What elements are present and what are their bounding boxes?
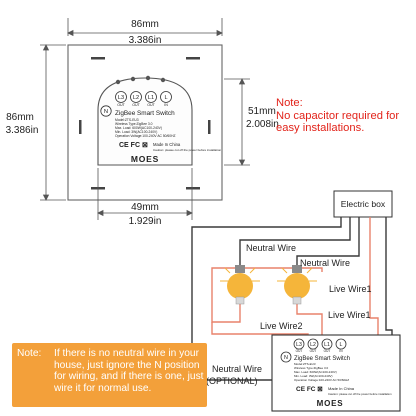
terminal-bumps — [115, 75, 166, 85]
right-height-mm: 51mm — [248, 106, 276, 117]
top-width-mm: 86mm — [131, 19, 159, 30]
small-terminal-l: L — [340, 342, 343, 348]
switch-voltage: Operation Voltage:100-240V AC 50/60HZ — [115, 134, 175, 138]
label-live-wire-1: Live Wire1 — [329, 284, 372, 294]
small-terminal-l1: L1 — [324, 342, 330, 348]
label-neutral-wire-bottom: Neutral Wire — [212, 364, 262, 374]
terminal-l1: L1 — [148, 95, 154, 101]
small-terminal-l3-sub: OUT — [296, 349, 303, 353]
terminal-n: N — [104, 109, 108, 115]
small-cert-marks: CE FC ⊠ — [296, 386, 323, 393]
electric-box — [333, 190, 393, 218]
switch-model: Model:ZTS-EU3 — [115, 118, 139, 122]
top-width-dimension — [67, 18, 223, 37]
bottom-width-mm: 49mm — [131, 202, 159, 213]
small-switch-caution: Caution: please cut off the power before… — [328, 392, 392, 396]
top-width-in: 3.386in — [129, 35, 162, 46]
capacitor-note-body: No capacitor required for easy installat… — [276, 109, 400, 135]
small-switch-min-load: Min. Load: 3W(AC100-240V) — [294, 374, 333, 378]
small-terminal-l1-sub: OUT — [324, 349, 331, 353]
bulb-right — [277, 265, 317, 305]
switch-min-load: Min. Load: 3W(AC100-240V) — [115, 130, 157, 134]
bottom-width-in: 1.929in — [129, 216, 162, 227]
small-switch-max-load: Max. Load: 600W(AC100-240V) — [294, 370, 337, 374]
label-optional: (OPTIONAL) — [206, 376, 258, 386]
switch-caution: Caution: please cut off the power before… — [153, 148, 221, 152]
small-terminal-l3: L3 — [296, 342, 302, 348]
electric-box-label: Electric box — [341, 199, 386, 209]
label-live-wire-2: Live Wire2 — [260, 321, 303, 331]
cert-marks: CE FC ⊠ — [119, 142, 148, 149]
terminal-l2: L2 — [133, 95, 139, 101]
small-made-in-china: Made In China — [328, 386, 355, 391]
right-height-dimension — [224, 78, 250, 166]
terminal-l1-sub: OUT — [147, 103, 155, 107]
terminal-l2-sub: OUT — [132, 103, 140, 107]
small-switch-title: ZigBee Smart Switch — [294, 356, 350, 362]
made-in-china: Made In China — [153, 142, 181, 147]
small-terminal-l2-sub: OUT — [310, 349, 317, 353]
brand-logo: MOES — [131, 154, 159, 164]
small-terminal-row — [280, 338, 347, 363]
tip-label: Note: — [17, 348, 42, 359]
capacitor-note: Note: No capacitor required for easy ins… — [276, 97, 406, 135]
small-brand-logo: MOES — [317, 399, 344, 408]
terminal-l3-sub: OUT — [117, 103, 125, 107]
small-switch-wireless: Wireless Type:ZigBee 3.0 — [294, 366, 328, 370]
terminal-l: L — [164, 95, 167, 101]
small-terminal-l-sub: IN — [339, 349, 343, 353]
small-terminal-n: N — [284, 355, 288, 361]
tip-body: If there is no neutral wire in your hous… — [54, 348, 204, 394]
label-neutral-wire-2: Neutral Wire — [300, 258, 350, 268]
left-height-mm: 86mm — [6, 112, 34, 123]
bulb-left — [220, 265, 260, 305]
switch-max-load: Max. Load: 600W(AC100-240V) — [115, 126, 162, 130]
switch-wireless: Wireless Type:ZigBee 3.0 — [115, 122, 153, 126]
neutral-wire-tip: Note: If there is no neutral wire in you… — [12, 343, 207, 407]
label-live-wire-1-b: Live Wire1 — [328, 310, 371, 320]
switch-module-small — [271, 334, 401, 412]
bottom-width-dimension — [97, 168, 193, 220]
terminal-l3: L3 — [118, 95, 124, 101]
neutral-wires — [191, 217, 393, 381]
top-terminal-row — [100, 91, 172, 117]
small-terminal-l2: L2 — [310, 342, 316, 348]
live-wires — [211, 217, 379, 345]
right-height-in: 2.008in — [246, 119, 279, 130]
switch-title: ZigBee Smart Switch — [115, 110, 175, 117]
left-height-in: 3.386in — [6, 125, 39, 136]
terminal-l-sub: IN — [164, 103, 168, 107]
small-switch-voltage: Operation Voltage:100-240V AC 50/60HZ — [294, 378, 349, 382]
capacitor-note-title: Note: — [276, 97, 303, 109]
label-neutral-wire-1: Neutral Wire — [246, 243, 296, 253]
left-height-dimension — [40, 44, 66, 201]
small-switch-model: Model:ZTS-EU3 — [294, 362, 316, 366]
